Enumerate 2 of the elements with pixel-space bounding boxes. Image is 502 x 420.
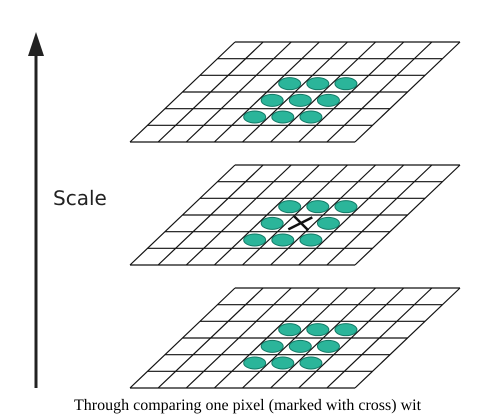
- caption: Through comparing one pixel (marked with cross) wit: [74, 397, 422, 415]
- axis-label: Scale: [53, 186, 107, 210]
